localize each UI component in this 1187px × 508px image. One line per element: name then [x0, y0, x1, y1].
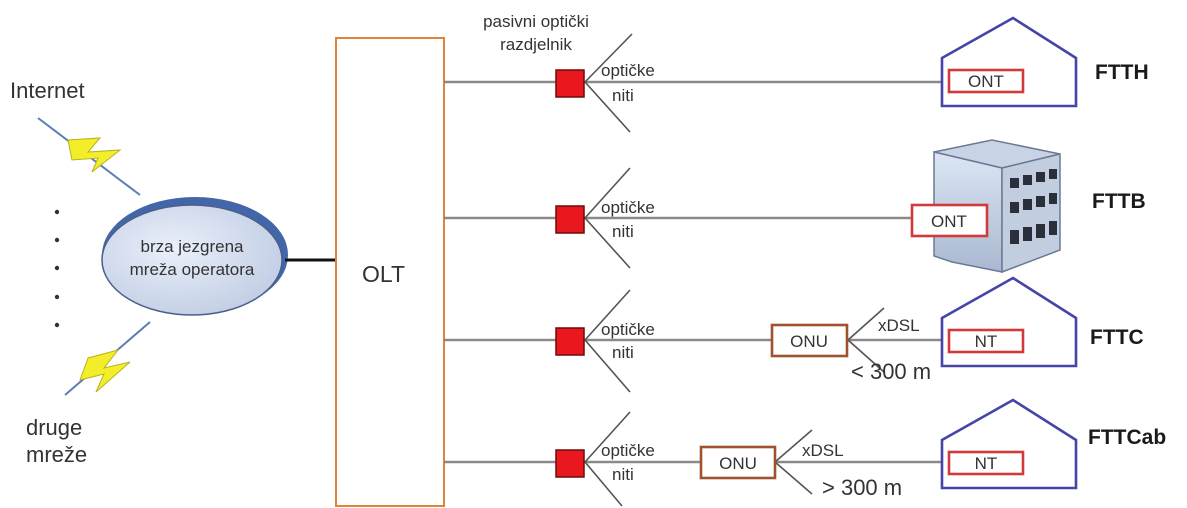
fiber-label-fttcab-line2: niti: [612, 465, 634, 484]
olt-box: [335, 37, 445, 507]
other-networks-label-line2: mreže: [26, 442, 87, 467]
core-network-ellipse: brza jezgrena mreža operatora: [101, 197, 288, 316]
onu-label-fttcab: ONU: [719, 454, 757, 473]
fiber-label-ftth-line2: niti: [612, 86, 634, 105]
internet-lightning-icon: [37, 117, 141, 196]
house-icon-fttcab: NT: [940, 398, 1078, 490]
row-fttb: optičke niti: [444, 167, 912, 269]
other-networks-label-line1: druge: [26, 415, 82, 440]
tier-label-fttcab: FTTCab: [1088, 426, 1166, 449]
fiber-label-fttc-line1: optičke: [601, 320, 655, 339]
tier-label-fttb: FTTB: [1092, 190, 1146, 213]
onu-box-fttc: [770, 323, 849, 358]
splitter-branch-down-ftth: [584, 81, 631, 133]
distance-label-fttcab: > 300 m: [822, 475, 902, 500]
splitter-fttcab: [555, 449, 585, 478]
fiber-label-ftth-line1: optičke: [601, 61, 655, 80]
internet-label: Internet: [10, 78, 85, 103]
splitter-branch-up-ftth: [584, 33, 633, 83]
ont-box-fttb: [910, 203, 989, 238]
core-network-label-line1: brza jezgrena: [140, 237, 244, 256]
core-network-label-line2: mreža operatora: [130, 260, 255, 279]
splitter-fttc: [555, 327, 585, 356]
fiber-label-fttc-line2: niti: [612, 343, 634, 362]
onu-branch-up-fttc: [847, 307, 885, 341]
house-icon-fttc: NT: [940, 276, 1078, 368]
nt-box-fttcab: [947, 450, 1025, 476]
splitter-caption-line1: pasivni optički: [483, 12, 589, 31]
ont-box-ftth: [947, 68, 1025, 94]
onu-branch-up-fttcab: [774, 429, 813, 463]
row-ftth: optičke niti: [444, 33, 948, 133]
onu-branch-down-fttc: [847, 339, 885, 373]
nt-box-fttc: [947, 328, 1025, 354]
splitter-fttb: [555, 205, 585, 234]
xdsl-label-fttc: xDSL: [878, 316, 920, 335]
splitter-branch-down-fttc: [584, 339, 631, 393]
tier-label-ftth: FTTH: [1095, 61, 1149, 84]
splitter-caption-line2: razdjelnik: [500, 35, 572, 54]
house-icon-ftth: ONT: [940, 16, 1078, 108]
building-icon-fttb: ONT: [910, 139, 1061, 274]
nt-label-fttcab: NT: [975, 454, 998, 473]
splitter-branch-up-fttb: [584, 167, 631, 219]
nt-label-fttc: NT: [975, 332, 998, 351]
onu-box-fttcab: [699, 445, 777, 480]
splitter-branch-down-fttb: [584, 217, 631, 269]
onu-branch-down-fttcab: [774, 461, 813, 495]
splitter-branch-down-fttcab: [584, 461, 623, 507]
tier-label-fttc: FTTC: [1090, 326, 1144, 349]
xdsl-label-fttcab: xDSL: [802, 441, 844, 460]
other-networks-lightning-icon: [64, 321, 151, 396]
onu-label-fttc: ONU: [790, 332, 828, 351]
splitter-branch-up-fttc: [584, 289, 631, 341]
splitter-branch-up-fttcab: [584, 411, 631, 463]
row-fttc: optičke niti ONU xDSL < 300 m: [444, 289, 948, 393]
ont-label-fttb: ONT: [931, 212, 967, 231]
fiber-label-fttb-line2: niti: [612, 222, 634, 241]
olt-label: OLT: [362, 261, 405, 287]
distance-label-fttc: < 300 m: [851, 359, 931, 384]
splitter-ftth: [555, 69, 585, 98]
row-fttcab: optičke niti ONU xDSL > 300 m: [444, 411, 948, 507]
more-networks-dots: [54, 209, 60, 328]
fiber-label-fttb-line1: optičke: [601, 198, 655, 217]
ont-label-ftth: ONT: [968, 72, 1004, 91]
fiber-label-fttcab-line1: optičke: [601, 441, 655, 460]
